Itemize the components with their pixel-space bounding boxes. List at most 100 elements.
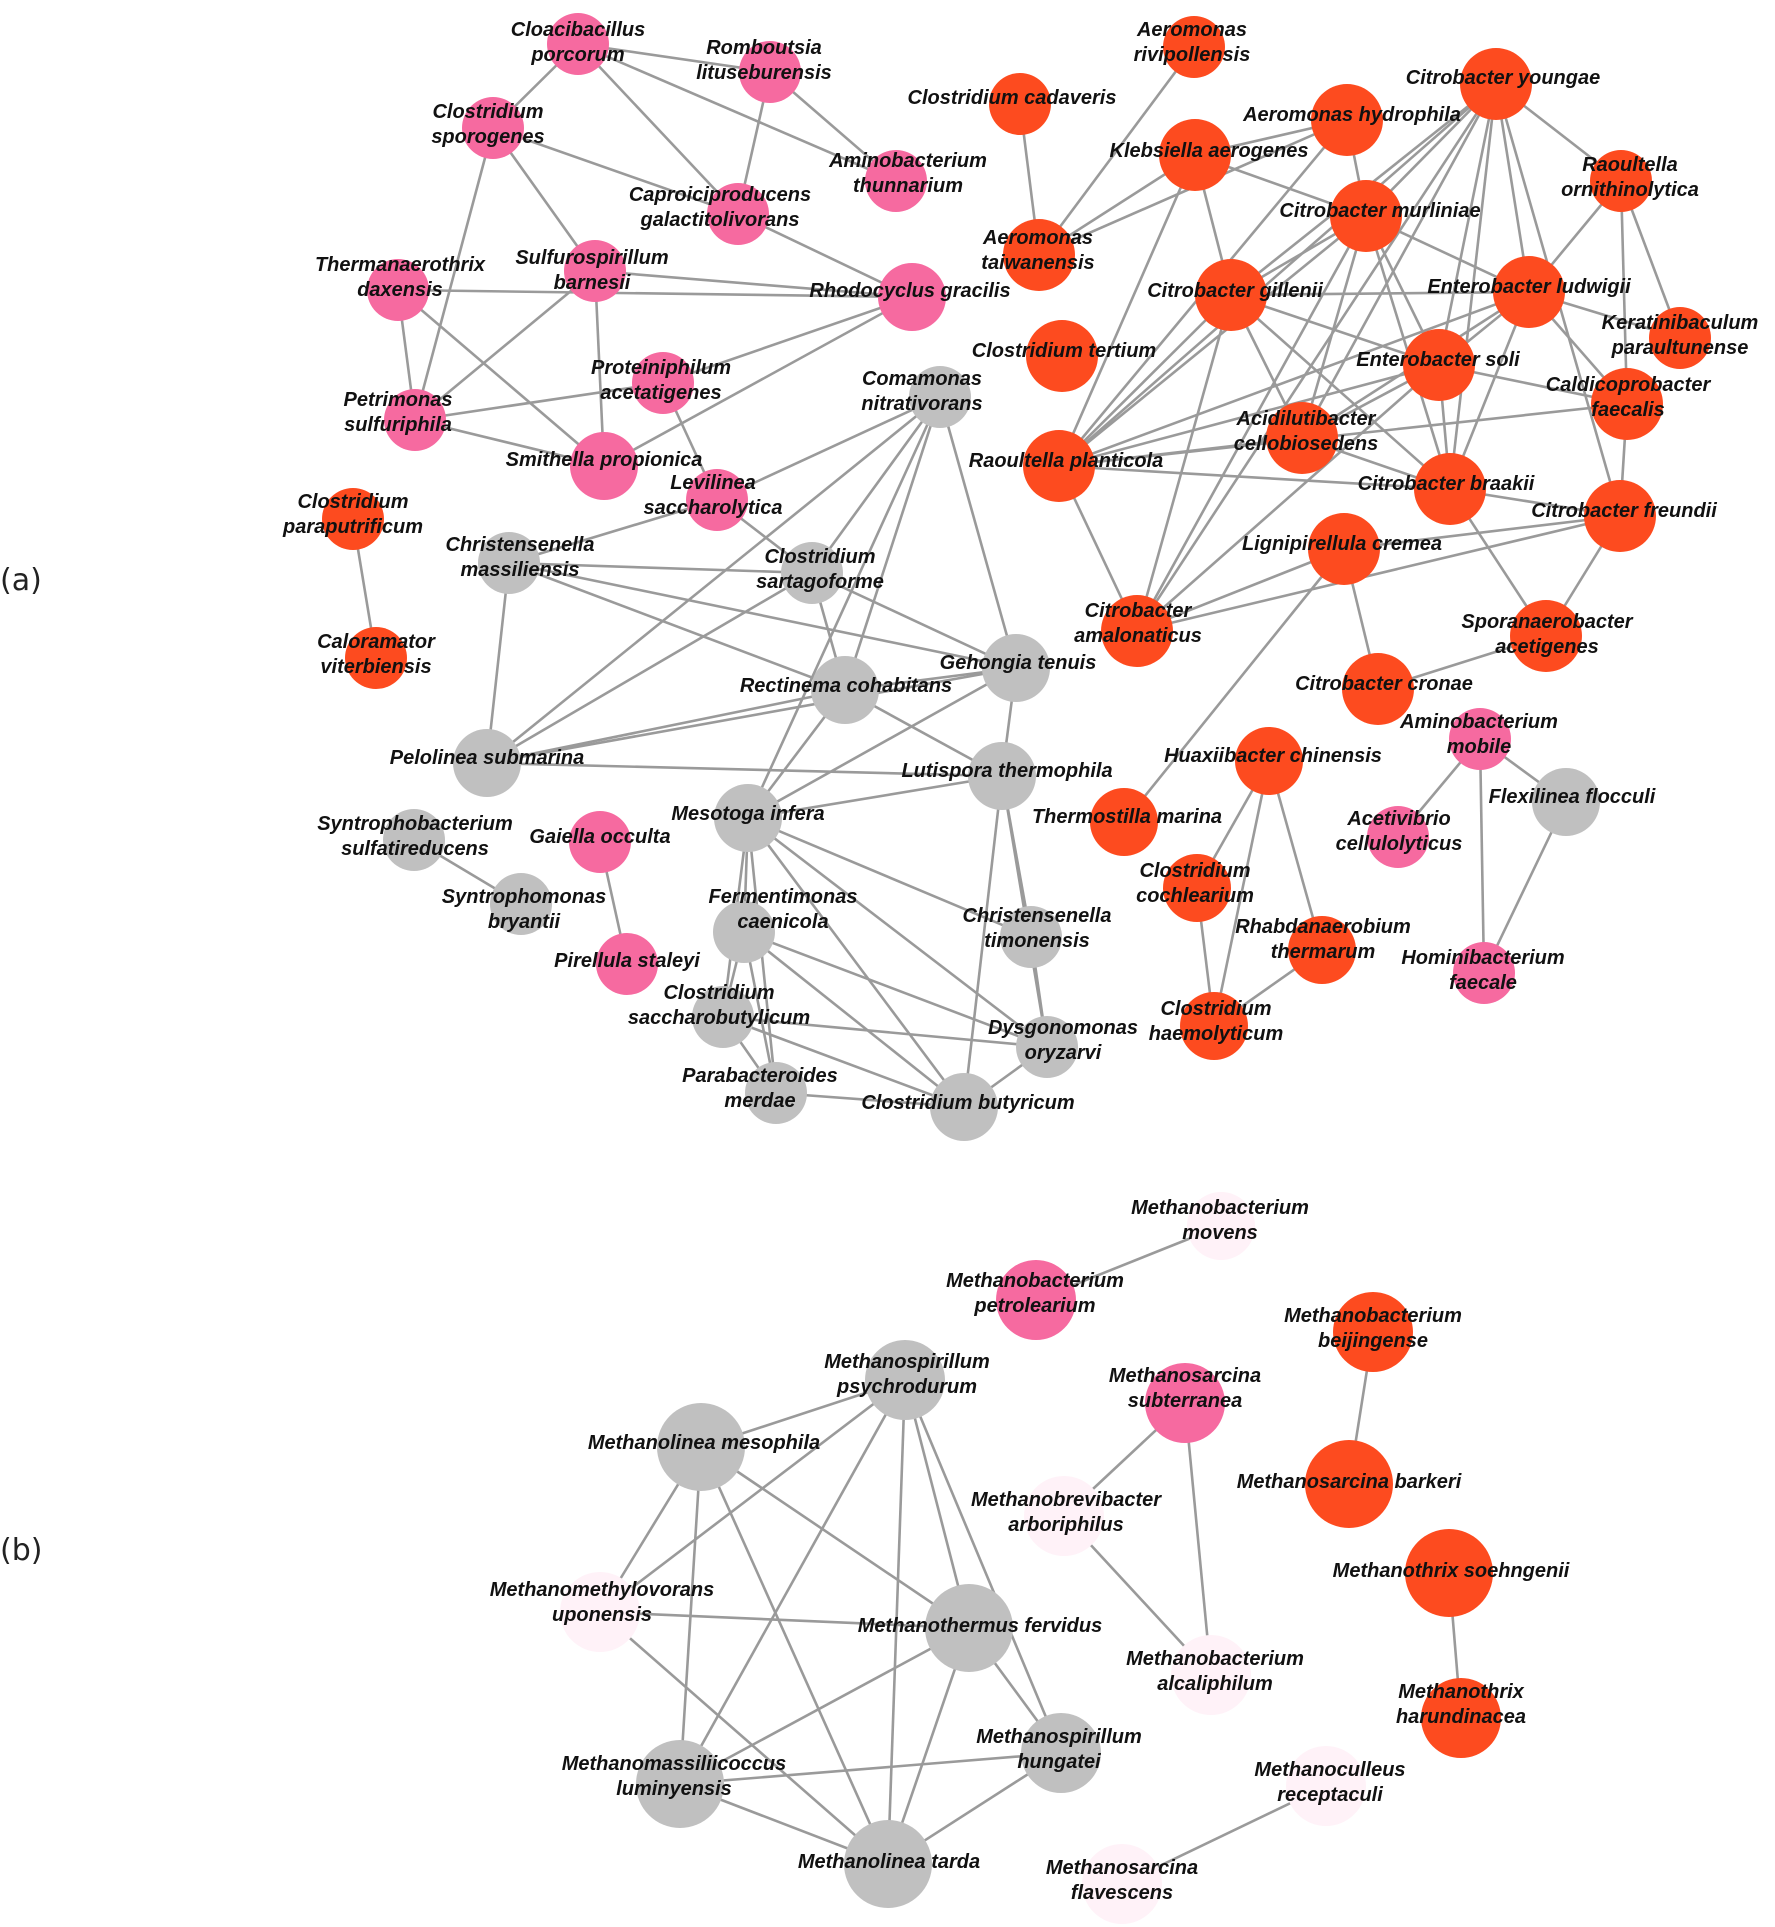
- node-mesotoga: [714, 784, 782, 852]
- edge-thermanaerothrix-smithella: [397, 289, 605, 467]
- node-comamonas: [909, 366, 971, 428]
- node-clostridium-paraputrificum: [322, 488, 384, 550]
- node-label-methanolinea-tarda: Methanolinea tarda: [798, 1851, 980, 1873]
- edge-mesotoga-dysgonomonas: [747, 816, 1048, 1049]
- node-methanolinea-tarda: [844, 1820, 932, 1908]
- node-methanobrevibacter: [1024, 1476, 1104, 1556]
- edge-citrobacter-youngae-citrobacter-amalonaticus: [1135, 83, 1498, 632]
- edge-citrobacter-youngae-acidilutibacter: [1300, 83, 1498, 439]
- node-methanobacterium-petrolearium: [996, 1260, 1076, 1340]
- edge-cloacibacillus-romboutsia: [577, 42, 771, 74]
- node-lutispora: [968, 742, 1036, 810]
- node-methanothermus: [925, 1584, 1013, 1672]
- node-label-smithella: Smithella propionica: [506, 449, 703, 471]
- edge-raoultella-ornithinolytica-caldicoprobacter: [1619, 180, 1629, 405]
- edge-clostridium-sporogenes-petrimonas: [413, 127, 495, 421]
- node-rhabdanaerobium: [1288, 916, 1356, 984]
- node-cloacibacillus: [547, 13, 609, 75]
- edge-rectinema-pelolinea: [486, 688, 846, 765]
- edge-citrobacter-murliniae-citrobacter-amalonaticus: [1135, 215, 1368, 632]
- edge-comamonas-gehongia: [938, 396, 1018, 669]
- node-label-raoultella-planticola: Raoultella planticola: [969, 450, 1163, 472]
- edge-gehongia-pelolinea: [486, 666, 1017, 765]
- node-methanobacterium-beijingense: [1333, 1292, 1413, 1372]
- node-label-citrobacter-cronae: Citrobacter cronae: [1295, 673, 1473, 695]
- node-label-rectinema: Rectinema cohabitans: [740, 675, 952, 697]
- node-label-methanothrix-soehngenii: Methanothrix soehngenii: [1333, 1560, 1570, 1582]
- node-syntrophomonas: [490, 873, 552, 935]
- edge-citrobacter-gillenii-enterobacter-soli: [1230, 293, 1440, 367]
- node-label-mesotoga: Mesotoga infera: [671, 803, 824, 825]
- node-clostridium-sartagoforme: [781, 542, 843, 604]
- node-label-pirellula: Pirellula staleyi: [554, 950, 700, 972]
- node-methanosarcina-flavescens: [1082, 1844, 1162, 1924]
- node-sulfurospirillum: [564, 240, 626, 302]
- node-label-enterobacter-ludwigii: Enterobacter ludwigii: [1427, 276, 1631, 298]
- node-rhodocyclus: [878, 263, 946, 331]
- node-levilinea: [686, 469, 748, 531]
- edge-citrobacter-gillenii-citrobacter-amalonaticus: [1135, 294, 1233, 632]
- node-label-citrobacter-murliniae: Citrobacter murliniae: [1279, 200, 1480, 222]
- node-citrobacter-murliniae: [1330, 180, 1402, 252]
- node-methanosarcina-subterranea: [1145, 1363, 1225, 1443]
- edge-citrobacter-freundii-lignipirellula: [1343, 514, 1621, 551]
- edge-citrobacter-murliniae-raoultella-planticola: [1058, 214, 1367, 468]
- edge-christensenella-massiliensis-clostridium-sartagoforme: [508, 561, 813, 575]
- node-aeromonas-hydrophila: [1311, 84, 1383, 156]
- edge-methanospirillum-psychrodurum-methanolinea-tarda: [886, 1379, 907, 1865]
- edge-sulfurospirillum-rhodocyclus: [594, 269, 913, 299]
- node-proteiniphilum: [632, 352, 694, 414]
- node-aeromonas-taiwanensis: [1003, 219, 1075, 291]
- node-clostridium-haemolyticum: [1180, 992, 1248, 1060]
- node-label-lignipirellula: Lignipirellula cremea: [1242, 533, 1442, 555]
- node-sporanaerobacter: [1510, 600, 1582, 672]
- node-caldicoprobacter: [1591, 368, 1663, 440]
- edge-methanospirillum-psychrodurum-methanomethylovorans: [599, 1378, 906, 1614]
- node-aminobacterium-thunnarium: [865, 150, 927, 212]
- node-methanolinea-mesophila: [657, 1403, 745, 1491]
- edge-raoultella-planticola-citrobacter-braakii: [1058, 464, 1451, 491]
- node-caproiciproducens: [707, 183, 769, 245]
- edge-methanospirillum-psychrodurum-methanomassiliicoccus: [678, 1379, 907, 1785]
- node-label-citrobacter-gillenii: Citrobacter gillenii: [1147, 280, 1323, 302]
- edge-lutispora-clostridium-butyricum: [962, 775, 1004, 1108]
- edge-lignipirellula-citrobacter-amalonaticus: [1136, 547, 1345, 633]
- edge-fermentimonas-dysgonomonas: [743, 930, 1048, 1049]
- edge-lignipirellula-thermostilla: [1122, 548, 1346, 823]
- node-layer: [322, 13, 1711, 1924]
- node-label-thermostilla: Thermostilla marina: [1032, 806, 1222, 828]
- edge-comamonas-pelolinea: [486, 395, 941, 765]
- node-label-flexilinea: Flexilinea flocculi: [1489, 786, 1656, 808]
- edge-methanospirillum-hungatei-methanomassiliicoccus: [679, 1751, 1062, 1786]
- edge-huaxiibacter-clostridium-haemolyticum: [1212, 760, 1271, 1027]
- node-label-clostridium-tertium: Clostridium tertium: [972, 340, 1156, 362]
- node-label-clostridium-cadaveris: Clostridium cadaveris: [908, 87, 1117, 109]
- node-enterobacter-ludwigii: [1493, 256, 1565, 328]
- edge-mesotoga-christensenella-timonensis: [747, 816, 1032, 939]
- node-dysgonomonas: [1016, 1016, 1078, 1078]
- node-methanobacterium-alcaliphilum: [1171, 1635, 1251, 1715]
- node-label-methanothermus: Methanothermus fervidus: [858, 1615, 1102, 1637]
- node-label-lutispora: Lutispora thermophila: [901, 760, 1112, 782]
- edge-aminobacterium-mobile-hominibacterium: [1478, 738, 1486, 974]
- node-christensenella-timonensis: [1000, 906, 1062, 968]
- edge-thermanaerothrix-rhodocyclus: [397, 288, 913, 299]
